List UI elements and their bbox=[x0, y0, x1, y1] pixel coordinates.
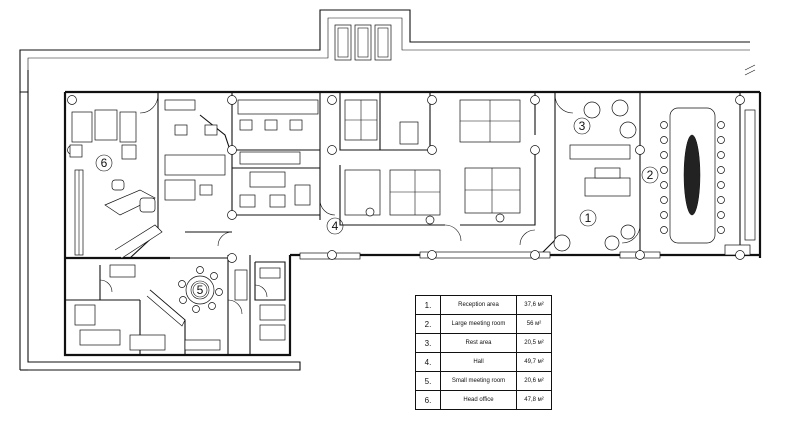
south-west-furniture bbox=[74, 264, 286, 351]
legend-number: 1. bbox=[415, 295, 441, 315]
legend-area: 20,5 м² bbox=[516, 333, 552, 353]
structural-columns bbox=[67, 95, 745, 263]
doors bbox=[99, 94, 641, 315]
legend-area: 47,8 м² bbox=[516, 390, 552, 410]
legend-room-name: Reception area bbox=[440, 295, 517, 315]
small-meeting-room-furniture bbox=[178, 266, 223, 351]
legend-row: 5. Small meeting room 20,6 м² bbox=[415, 371, 552, 391]
head-office-furniture bbox=[69, 109, 156, 216]
building-outline bbox=[19, 9, 756, 371]
legend-area: 37,6 м² bbox=[516, 295, 552, 315]
legend-area: 49,7 м² bbox=[516, 352, 552, 372]
legend-room-name: Large meeting room bbox=[440, 314, 517, 334]
room-number-3: 3 bbox=[579, 119, 586, 133]
legend-room-name: Small meeting room bbox=[440, 371, 517, 391]
legend-number: 3. bbox=[415, 333, 441, 353]
legend-row: 4. Hall 49,7 м² bbox=[415, 352, 552, 372]
legend-number: 6. bbox=[415, 390, 441, 410]
legend-room-name: Head office bbox=[440, 390, 517, 410]
legend-number: 4. bbox=[415, 352, 441, 372]
open-office-west-furniture bbox=[164, 99, 319, 208]
exterior-walls bbox=[63, 90, 762, 357]
room-number-2: 2 bbox=[647, 168, 654, 182]
large-meeting-table bbox=[660, 107, 756, 244]
legend-area: 56 м² bbox=[516, 314, 552, 334]
legend-row: 1. Reception area 37,6 м² bbox=[415, 295, 552, 315]
legend-number: 5. bbox=[415, 371, 441, 391]
workstation-clusters bbox=[344, 99, 521, 225]
room-area-legend: 1. Reception area 37,6 м² 2. Large meeti… bbox=[415, 295, 552, 410]
legend-room-name: Hall bbox=[440, 352, 517, 372]
legend-row: 6. Head office 47,8 м² bbox=[415, 390, 552, 410]
room-number-markers: 6 4 5 1 3 2 bbox=[95, 117, 659, 298]
legend-room-name: Rest area bbox=[440, 333, 517, 353]
reception-rest-furniture bbox=[553, 99, 637, 252]
legend-row: 2. Large meeting room 56 м² bbox=[415, 314, 552, 334]
top-window-units bbox=[334, 24, 392, 61]
room-number-6: 6 bbox=[101, 156, 108, 170]
room-number-4: 4 bbox=[332, 219, 339, 233]
legend-row: 3. Rest area 20,5 м² bbox=[415, 333, 552, 353]
room-number-1: 1 bbox=[585, 211, 592, 225]
legend-area: 20,6 м² bbox=[516, 371, 552, 391]
room-number-5: 5 bbox=[197, 283, 204, 297]
legend-number: 2. bbox=[415, 314, 441, 334]
